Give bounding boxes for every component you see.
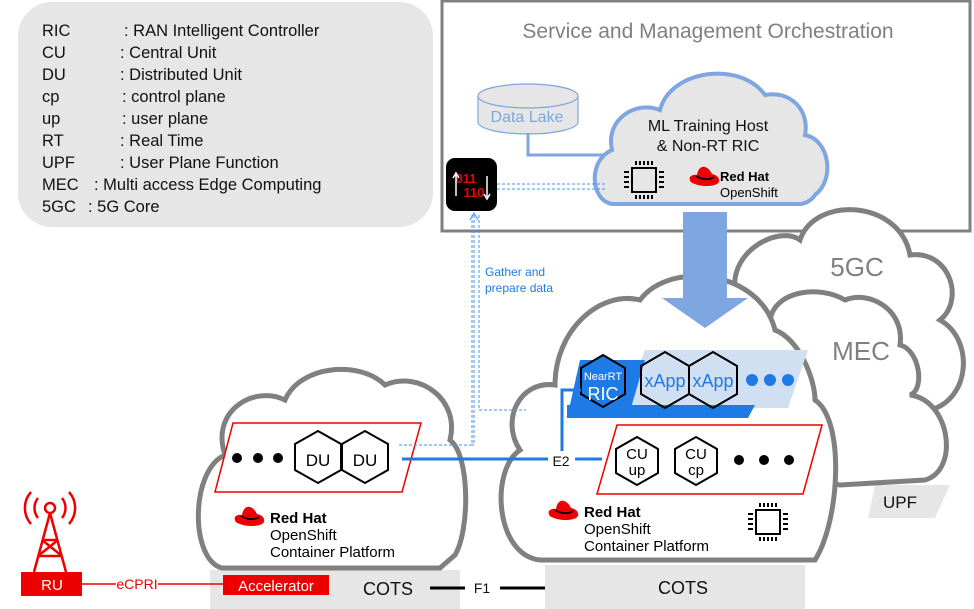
xapp-ellipsis-dot: [746, 374, 758, 386]
svg-text:xApp: xApp: [692, 371, 733, 391]
svg-text:CU: CU: [685, 446, 707, 463]
legend-item: DU : Distributed Unit: [42, 66, 242, 85]
legend-abbr: UPF: [42, 154, 75, 172]
svg-text:cp: cp: [688, 462, 704, 479]
legend-definition: : 5G Core: [88, 198, 160, 216]
du-ellipsis-dot: [232, 453, 242, 463]
du-unit[interactable]: DU: [341, 429, 389, 485]
legend-definition: : Central Unit: [120, 44, 217, 62]
legend-definition: : Real Time: [120, 132, 204, 150]
svg-text:RIC: RIC: [588, 384, 619, 404]
edge-brand-line3: Container Platform: [584, 538, 709, 555]
upf-label: UPF: [883, 493, 917, 512]
legend-item: 5GC : 5G Core: [42, 198, 160, 217]
accelerator-label: Accelerator: [238, 578, 314, 595]
ru-label: RU: [41, 577, 63, 594]
far-edge-brand-line3: Container Platform: [270, 544, 395, 561]
svg-text:110: 110: [464, 185, 485, 200]
ml-brand-line1: Red Hat: [720, 169, 770, 184]
cu-ellipsis-dot: [734, 455, 744, 465]
smo-title: Service and Management Orchestration: [522, 20, 893, 43]
legend-definition: : user plane: [122, 110, 209, 128]
far-edge-brand-line2: OpenShift: [270, 527, 338, 544]
legend-definition: : User Plane Function: [120, 154, 279, 172]
accelerator-box[interactable]: [223, 575, 329, 595]
legend-abbr: cp: [42, 88, 60, 106]
data-lake[interactable]: Data Lake: [477, 83, 579, 135]
xapp-ellipsis-dot: [764, 374, 776, 386]
ecpri-label: eCPRI: [116, 576, 157, 592]
legend-definition: : RAN Intelligent Controller: [124, 22, 320, 40]
legend-abbr: RIC: [42, 22, 71, 40]
far-edge-cots-label[interactable]: COTS: [363, 579, 413, 599]
data-collection-links: [399, 183, 606, 446]
xapp[interactable]: xApp: [688, 350, 738, 410]
svg-text:DU: DU: [353, 451, 378, 470]
svg-text:NearRT: NearRT: [584, 371, 623, 383]
e2-link-ric: [560, 388, 581, 451]
legend-abbr: 5GC: [42, 198, 76, 216]
legend-definition: : Distributed Unit: [120, 66, 242, 84]
xapp-band: [623, 350, 808, 408]
cu-ellipsis-dot: [759, 455, 769, 465]
legend-item: MEC : Multi access Edge Computing: [42, 176, 321, 195]
xapp-ellipsis-dot: [782, 374, 794, 386]
5gc-label: 5GC: [830, 252, 883, 282]
ru-box[interactable]: [21, 572, 82, 596]
legend-abbr: CU: [42, 44, 66, 62]
du-ellipsis-dot: [273, 453, 283, 463]
legend-abbr: DU: [42, 66, 66, 84]
legend-abbr: MEC: [42, 176, 79, 194]
ml-brand-line2: OpenShift: [720, 185, 778, 200]
legend-item: RIC : RAN Intelligent Controller: [42, 22, 319, 41]
legend-item: cp : control plane: [42, 88, 226, 107]
legend-definition: : control plane: [122, 88, 226, 106]
edge-cots-base: [545, 565, 805, 609]
cu-up-unit[interactable]: CU up: [615, 435, 659, 487]
cu-cp-unit[interactable]: CU cp: [674, 435, 718, 487]
legend-item: UPF : User Plane Function: [42, 154, 279, 173]
edge-brand-line2: OpenShift: [584, 521, 652, 538]
legend-item: up : user plane: [42, 110, 208, 129]
far-edge-brand-line1: Red Hat: [270, 510, 327, 527]
svg-text:xApp: xApp: [644, 371, 685, 391]
data-lake-label: Data Lake: [491, 109, 564, 126]
du-ellipsis-dot: [253, 453, 263, 463]
ml-cloud-line2: & Non-RT RIC: [657, 138, 760, 155]
f1-label: F1: [474, 580, 491, 596]
svg-text:up: up: [629, 462, 646, 479]
du-unit[interactable]: DU: [294, 429, 342, 485]
svg-text:CU: CU: [626, 446, 648, 463]
mec-label: MEC: [832, 336, 890, 366]
e2-label: E2: [552, 453, 569, 469]
legend-definition: : Multi access Edge Computing: [94, 176, 322, 194]
legend-abbr: up: [42, 110, 61, 128]
legend-item: CU : Central Unit: [42, 44, 216, 63]
edge-cots-label[interactable]: COTS: [658, 578, 708, 598]
cu-ellipsis-dot: [784, 455, 794, 465]
legend-item: RT : Real Time: [42, 132, 203, 151]
nearrt-ric[interactable]: NearRT RIC: [580, 353, 626, 409]
data-lake-link: [526, 133, 610, 157]
nearrt-ric-band-base: [567, 405, 755, 418]
upf-base: [868, 485, 950, 518]
svg-text:DU: DU: [306, 451, 331, 470]
gather-label-line2: prepare data: [485, 281, 553, 295]
edge-brand-line1: Red Hat: [584, 504, 641, 521]
ml-training-cloud: [592, 71, 830, 206]
ml-cloud-line1: ML Training Host: [648, 118, 769, 135]
data-arrow-head: [469, 211, 479, 221]
legend-abbr: RT: [42, 132, 64, 150]
svg-text:011: 011: [456, 171, 477, 186]
gather-label-line1: Gather and: [485, 265, 545, 279]
legend-panel: [18, 2, 433, 227]
deploy-arrow: [662, 212, 748, 328]
radio-tower-icon: [23, 491, 77, 573]
data-pipeline-icon[interactable]: 011 110: [446, 158, 497, 211]
